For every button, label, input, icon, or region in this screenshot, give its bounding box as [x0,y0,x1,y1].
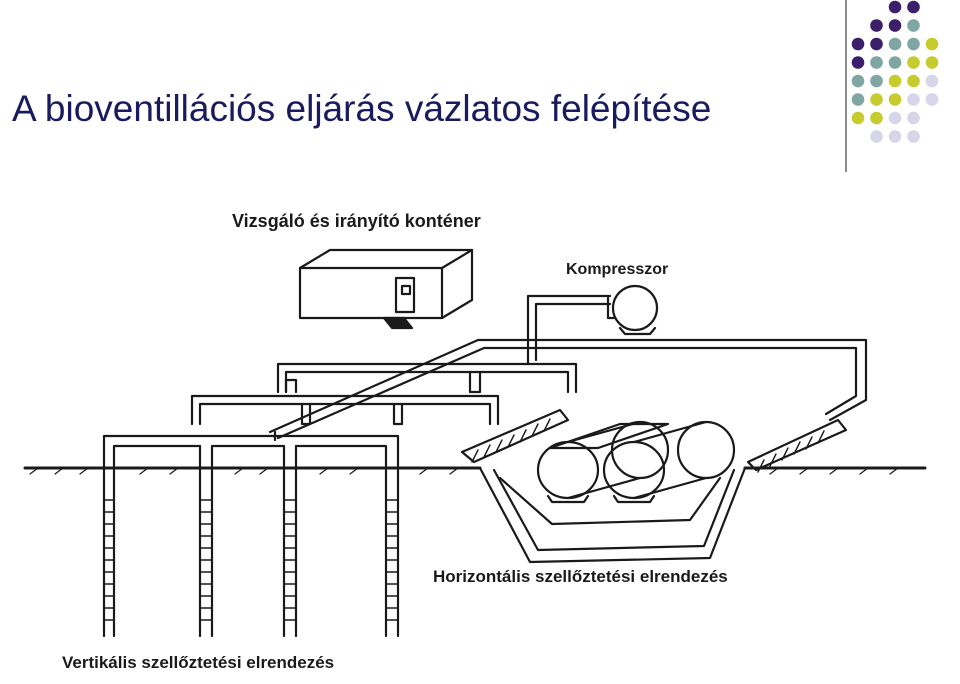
slide-title: A bioventillációs eljárás vázlatos felép… [12,88,712,129]
label-horizontal: Horizontális szellőztetési elrendezés [433,567,728,586]
title-divider [845,0,847,172]
vertical-well-header [102,434,400,638]
buried-tanks [536,420,736,504]
compressor [526,284,659,366]
middle-branch-pipe [190,394,500,426]
ground-surface [23,466,927,475]
slotted-pipe-left [460,408,570,464]
horizontal-trench [478,466,747,564]
label-vertical: Vertikális szellőztetési elrendezés [62,653,334,672]
label-container: Vizsgáló és irányító konténer [232,211,481,231]
label-compressor: Kompresszor [566,261,668,278]
vertical-wells [103,499,399,621]
slotted-pipe-right [746,418,848,473]
control-container [298,248,474,330]
upper-branch-pipe [276,362,578,394]
